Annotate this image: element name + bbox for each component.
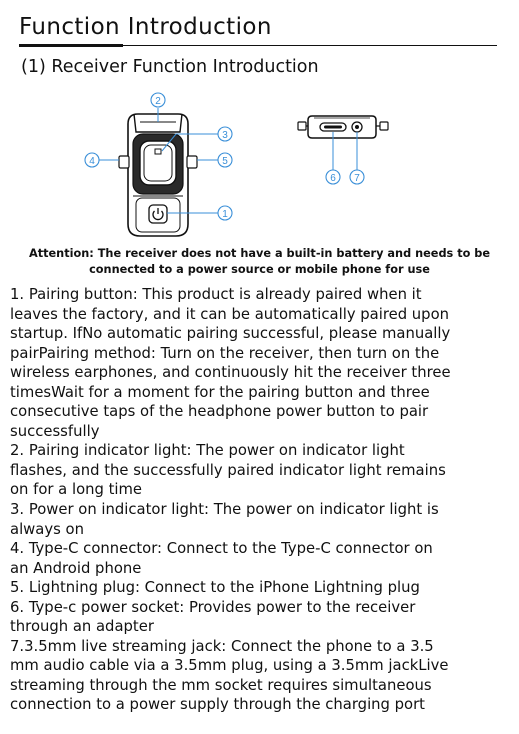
section-subtitle: (1) Receiver Function Introduction <box>21 57 319 77</box>
desc-line: timesWait for a moment for the pairing b… <box>10 383 430 401</box>
callout-4-label: 4 <box>89 156 95 167</box>
desc-line: 4. Type-C connector: Connect to the Type… <box>10 540 433 558</box>
attention-line-2: connected to a power source or mobile ph… <box>89 263 430 276</box>
desc-line: through an adapter <box>10 618 154 636</box>
desc-line: mm audio cable via a 3.5mm plug, using a… <box>10 657 449 675</box>
callout-2-label: 2 <box>155 96 161 107</box>
callout-6: 6 <box>325 132 341 185</box>
attention-line-1: Attention: The receiver does not have a … <box>28 247 491 260</box>
callout-1-label: 1 <box>222 209 228 220</box>
callout-7: 7 <box>349 132 365 185</box>
desc-line: wireless earphones, and continuously hit… <box>10 364 451 382</box>
desc-line: 6. Type-c power socket: Provides power t… <box>10 598 416 616</box>
desc-line: leaves the factory, and it can be automa… <box>10 305 450 323</box>
callout-2: 2 <box>150 92 166 122</box>
desc-line: 5. Lightning plug: Connect to the iPhone… <box>10 579 420 597</box>
receiver-front-view <box>118 113 198 237</box>
callout-3-label: 3 <box>222 130 228 141</box>
callout-5-label: 5 <box>222 156 228 167</box>
desc-line: 7.3.5mm live streaming jack: Connect the… <box>10 637 434 655</box>
desc-line: 1. Pairing button: This product is alrea… <box>10 286 422 303</box>
desc-line: on for a long time <box>10 481 143 499</box>
attention-note: Attention: The receiver does not have a … <box>8 246 511 278</box>
callout-7-label: 7 <box>354 173 360 184</box>
desc-line: consecutive taps of the headphone power … <box>10 403 429 421</box>
callout-1: 1 <box>167 205 233 221</box>
desc-line: flashes, and the successfully paired ind… <box>10 461 446 479</box>
desc-line: successfully <box>10 422 100 440</box>
callout-6-label: 6 <box>330 173 336 184</box>
desc-line: startup. IfNo automatic pairing successf… <box>10 325 451 343</box>
desc-line: pairPairing method: Turn on the receiver… <box>10 344 440 362</box>
receiver-bottom-view <box>297 115 389 139</box>
callout-3: 3 <box>161 126 233 152</box>
title-rule-accent <box>19 44 123 47</box>
page-title: Function Introduction <box>19 14 272 40</box>
desc-line: 2. Pairing indicator light: The power on… <box>10 442 405 460</box>
callout-4: 4 <box>84 152 119 168</box>
desc-line: always on <box>10 520 84 538</box>
desc-line: 3. Power on indicator light: The power o… <box>10 501 439 519</box>
callout-5: 5 <box>197 152 233 168</box>
function-description: 1. Pairing button: This product is alrea… <box>10 285 515 715</box>
desc-line: connection to a power supply through the… <box>10 696 425 714</box>
desc-line: an Android phone <box>10 559 142 577</box>
title-rule <box>123 45 497 46</box>
desc-line: streaming through the mm socket requires… <box>10 676 432 694</box>
receiver-diagram: 2 3 4 5 1 <box>70 86 410 246</box>
